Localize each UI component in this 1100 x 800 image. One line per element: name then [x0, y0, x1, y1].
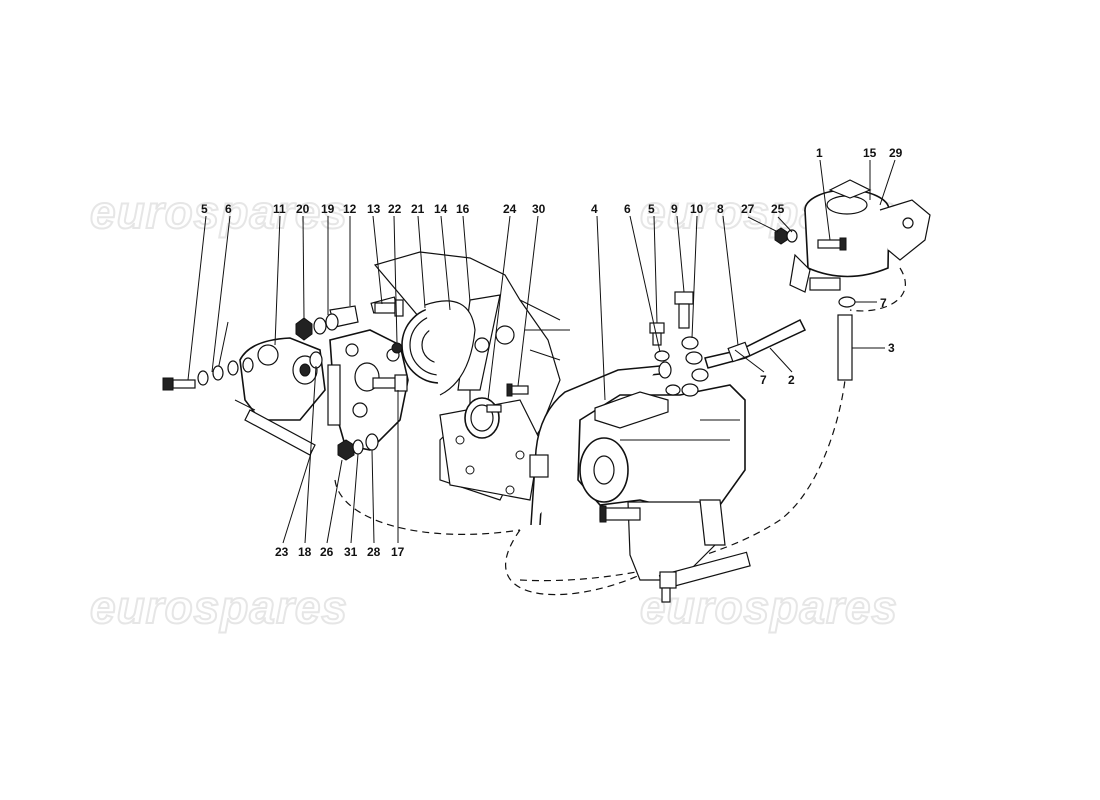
- hose-clamp-7: [838, 296, 856, 308]
- callout-5-left: 5: [201, 202, 208, 216]
- callout-28: 28: [367, 545, 381, 559]
- callout-3: 3: [888, 341, 895, 355]
- washer-25: [786, 229, 798, 243]
- washer-31: [352, 439, 364, 455]
- banjo-bolt-9: [674, 291, 694, 329]
- nut-27: [774, 227, 788, 245]
- callout-24: 24: [503, 202, 517, 216]
- callout-2: 2: [788, 373, 795, 387]
- callout-11: 11: [273, 202, 286, 216]
- callout-7-reservoir: 7: [880, 296, 887, 310]
- belt-14: [424, 300, 476, 396]
- callout-16: 16: [456, 202, 470, 216]
- callout-labels: 1 15 29 27 25 7 3 2 7 5 6 11 20 19 12 13…: [201, 146, 903, 559]
- callout-23: 23: [275, 545, 289, 559]
- power-steering-pump: [217, 321, 326, 456]
- seal-ring: [464, 397, 502, 439]
- watermark-bottom-right: eurospares: [640, 581, 898, 633]
- bolt-5-right: [649, 322, 665, 346]
- callout-1: 1: [816, 146, 823, 160]
- watermark-top-left: eurospares: [90, 186, 348, 238]
- callout-14: 14: [434, 202, 448, 216]
- callout-29: 29: [889, 146, 903, 160]
- leader-lines: [187, 159, 896, 544]
- callout-4: 4: [591, 202, 598, 216]
- fluid-reservoir: [789, 179, 931, 293]
- stud-17: [372, 374, 408, 392]
- callout-27: 27: [741, 202, 755, 216]
- callout-10: 10: [690, 202, 704, 216]
- callout-20: 20: [296, 202, 310, 216]
- washer-19: [309, 313, 339, 369]
- callout-17: 17: [391, 545, 405, 559]
- washers-6-left: [197, 357, 254, 386]
- callout-8: 8: [717, 202, 724, 216]
- callout-6-right: 6: [624, 202, 631, 216]
- washer-6-right: [654, 350, 681, 396]
- callout-18: 18: [298, 545, 312, 559]
- callout-25: 25: [771, 202, 785, 216]
- bolt-26: [337, 439, 355, 461]
- callout-12: 12: [343, 202, 357, 216]
- washers-10: [681, 336, 709, 397]
- callout-19: 19: [321, 202, 335, 216]
- callout-7-hose: 7: [760, 373, 767, 387]
- callout-6-left: 6: [225, 202, 232, 216]
- bolt-5-left: [162, 377, 196, 391]
- spacer-18: [327, 364, 341, 426]
- washer-28: [365, 433, 379, 451]
- callout-31: 31: [344, 545, 358, 559]
- hose-3: [837, 314, 853, 381]
- stud-13: [374, 299, 404, 317]
- hose-routes: [334, 267, 906, 596]
- bolt-30: [506, 383, 529, 397]
- callout-21: 21: [411, 202, 425, 216]
- callout-15: 15: [863, 146, 877, 160]
- callout-26: 26: [320, 545, 334, 559]
- return-hose-8: [704, 318, 807, 369]
- callout-30: 30: [532, 202, 546, 216]
- watermark-bottom-left: eurospares: [90, 581, 348, 633]
- callout-13: 13: [367, 202, 381, 216]
- nut-20: [295, 317, 327, 341]
- nut-22: [391, 342, 403, 354]
- steering-box: [577, 384, 751, 603]
- callout-9: 9: [671, 202, 678, 216]
- callout-22: 22: [388, 202, 402, 216]
- callout-5-right: 5: [648, 202, 655, 216]
